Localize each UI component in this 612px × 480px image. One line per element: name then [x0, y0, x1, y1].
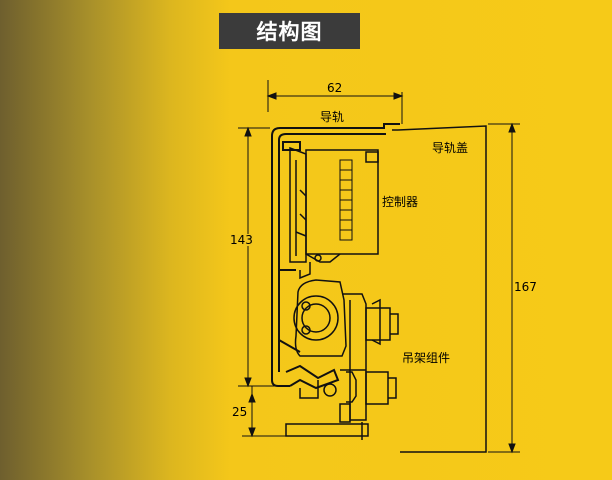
- controller-box: [289, 146, 379, 280]
- hanger-label: 吊架组件: [402, 351, 451, 365]
- dimension-143-line: [238, 126, 278, 388]
- dimension-62-line: [266, 80, 404, 124]
- dimension-143-label: 143: [230, 233, 253, 247]
- dimension-167-line: [488, 122, 520, 454]
- dimension-25-label: 25: [232, 405, 248, 419]
- controller-label: 控制器: [382, 195, 419, 209]
- hanger-assembly: [285, 279, 399, 440]
- dimension-62-label: 62: [327, 81, 343, 95]
- rail-profile: [271, 123, 400, 390]
- rail-label: 导轨: [320, 110, 345, 124]
- rail-cover: [392, 125, 487, 453]
- rail-cover-label: 导轨盖: [432, 141, 469, 155]
- dimension-167-label: 167: [514, 280, 537, 294]
- dimension-25-line: [242, 386, 290, 438]
- page-title: 结构图: [219, 13, 360, 49]
- controller-terminals: [339, 159, 353, 241]
